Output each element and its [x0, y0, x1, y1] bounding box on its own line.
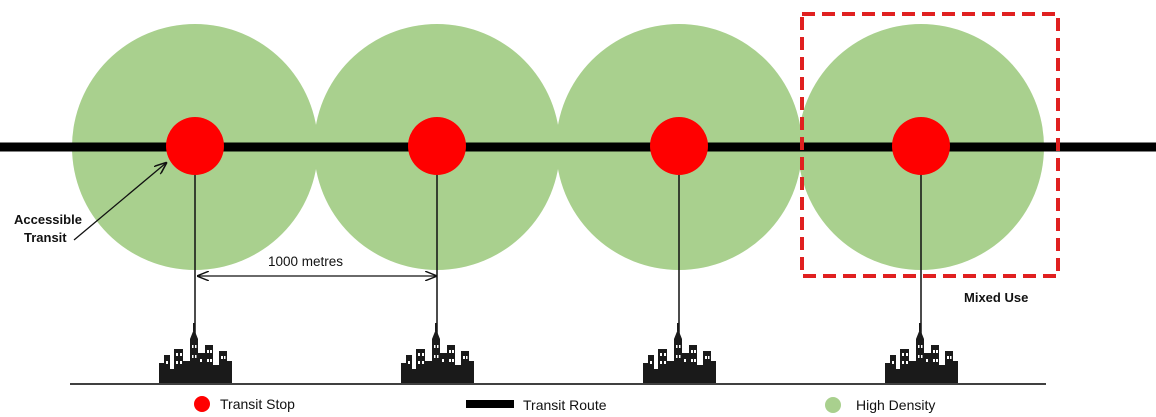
legend: Transit Stop Transit Route High Density [194, 396, 935, 413]
legend-transit-stop-label: Transit Stop [220, 396, 295, 412]
mixed-use-boundary [800, 12, 1060, 278]
stop-connectors [194, 160, 922, 338]
legend-high-density-label: High Density [856, 397, 935, 413]
mixed-use-label: Mixed Use [964, 290, 1028, 305]
legend-high-density-icon [825, 397, 841, 413]
accessible-transit-label-line2: Transit [24, 230, 67, 245]
accessible-transit-arrow [73, 163, 166, 241]
city-skylines [159, 323, 958, 383]
transit-stop [166, 117, 224, 175]
transit-stop [892, 117, 950, 175]
accessible-transit-label-line1: Accessible [14, 212, 82, 227]
distance-label: 1000 metres [268, 254, 343, 269]
legend-transit-route-icon [466, 400, 514, 408]
transit-stop [408, 117, 466, 175]
legend-transit-route-label: Transit Route [523, 397, 607, 413]
legend-transit-stop-icon [194, 396, 210, 412]
transit-stops [166, 117, 950, 175]
transit-stop [650, 117, 708, 175]
